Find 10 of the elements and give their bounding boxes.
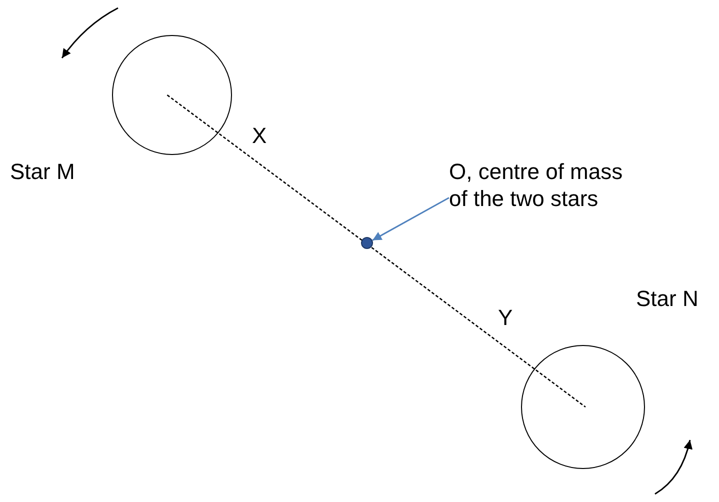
dashed-line	[166, 94, 586, 408]
leader-arrow	[372, 197, 450, 241]
point-label: X	[252, 122, 267, 149]
star-circle	[521, 345, 645, 469]
star-label: Star N	[636, 285, 698, 312]
star-circle	[112, 35, 232, 155]
star-label: Star M	[10, 158, 75, 185]
point-label: Y	[498, 304, 513, 331]
centre-of-mass-dot	[361, 237, 373, 249]
annotation-text: O, centre of mass of the two stars	[449, 158, 639, 214]
